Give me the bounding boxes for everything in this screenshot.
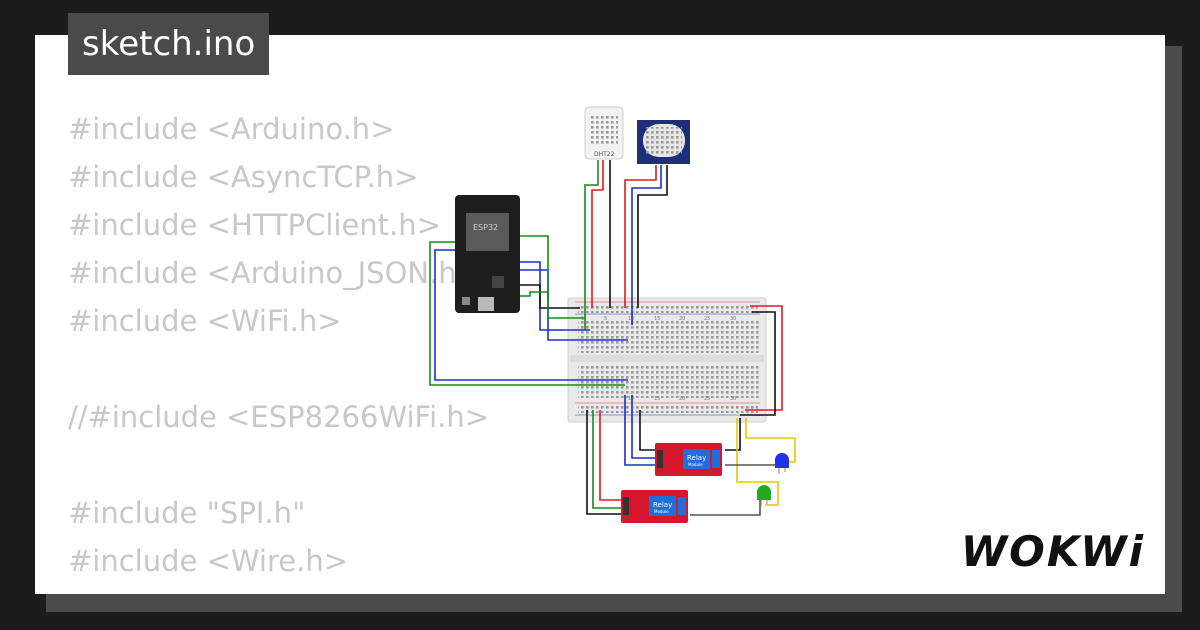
relay-label: Relay [653,501,672,509]
led-green [757,485,771,506]
dht22-sensor: DHT22 [584,106,624,160]
circuit-diagram: 1 5 10 15 20 25 30 10 15 20 25 30 [429,106,796,523]
code-line: //#include <ESP8266WiFi.h> [68,400,490,434]
esp32-board: ESP32 [455,195,520,313]
dht22-label: DHT22 [594,151,615,158]
wokwi-logo: WOKWi [960,527,1145,576]
breadboard-col-label: 30 [730,316,736,322]
breadboard-col-label: 1 [581,316,584,322]
file-title-tab: sketch.ino [68,13,270,75]
breadboard: 1 5 10 15 20 25 30 10 15 20 25 30 [567,297,767,423]
breadboard-col-label: 5 [604,316,607,322]
relay-label: Relay [687,454,706,462]
breadboard-col-label: 20 [679,316,685,322]
relay-sublabel: Module [654,509,669,514]
pir-sensor [637,120,690,164]
code-preview: #include <Arduino.h> #include <AsyncTCP.… [68,105,489,594]
breadboard-col-label: 25 [704,396,710,402]
code-line: #include <Arduino.h> [68,112,395,146]
relay-module: Relay Module [621,490,688,523]
code-line: #include <Wire.h> [68,544,349,578]
breadboard-col-label: 30 [730,396,736,402]
relay-sublabel: Module [688,462,703,467]
code-line: #include <HTTPClient.h> [68,208,441,242]
relay-module: Relay Module [655,443,722,476]
code-line: #include <AsyncTCP.h> [68,160,419,194]
code-line: #include "DHT.h" [68,585,489,594]
breadboard-col-label: 25 [704,316,710,322]
breadboard-col-label: 15 [654,396,660,402]
esp32-label: ESP32 [473,223,498,232]
code-line: #include "SPI.h" [68,496,306,530]
breadboard-col-label: 15 [654,316,660,322]
breadboard-col-label: 20 [679,396,685,402]
code-line: #include <WiFi.h> [68,304,342,338]
preview-card: #include <Arduino.h> #include <AsyncTCP.… [35,35,1165,594]
breadboard-col-label: 10 [628,396,634,402]
breadboard-col-label: 10 [628,316,634,322]
led-blue [775,453,789,474]
